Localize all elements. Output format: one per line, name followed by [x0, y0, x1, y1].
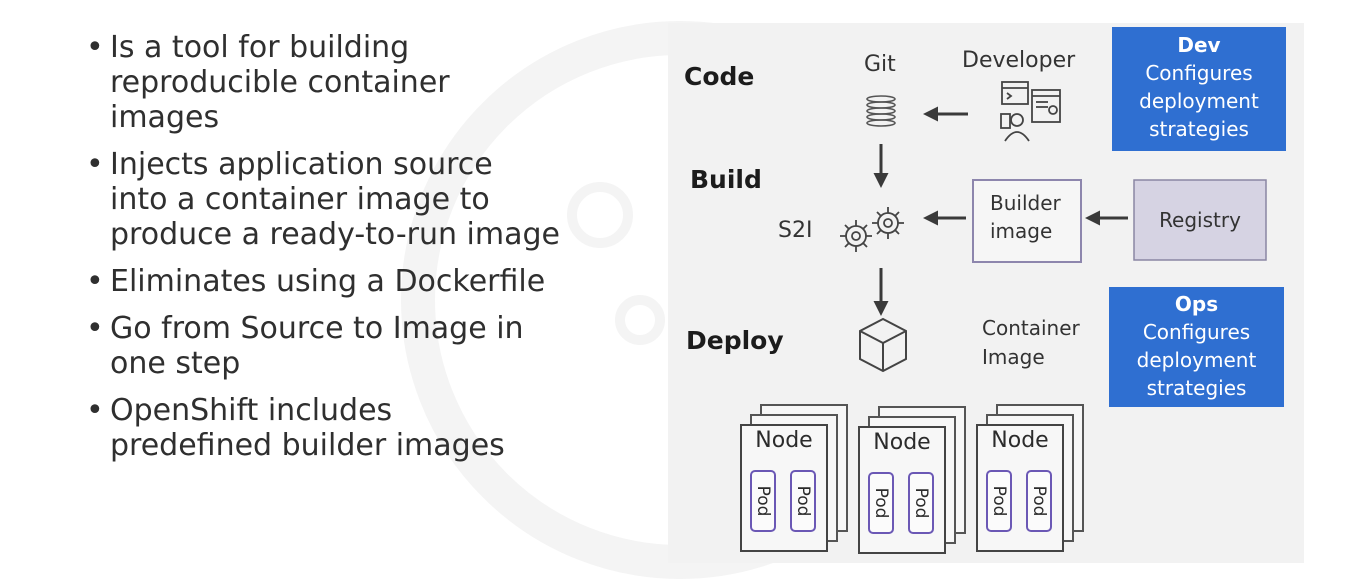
dev-role-line: strategies	[1149, 117, 1249, 141]
developer-label: Developer	[962, 48, 1076, 73]
pod-label: Pod	[753, 485, 773, 517]
s2i-label: S2I	[778, 218, 813, 243]
git-label: Git	[864, 52, 896, 77]
container-cube-icon	[859, 317, 907, 373]
bullet-line: Is a tool for building	[110, 30, 410, 65]
git-icon	[866, 95, 896, 127]
container-image-line: Container	[982, 316, 1080, 340]
developer-icon	[1000, 81, 1061, 142]
pod-label: Pod	[989, 485, 1009, 517]
pod-label: Pod	[793, 485, 813, 517]
ops-role-box: Ops Configures deployment strategies	[1109, 287, 1284, 407]
pod: Pod	[908, 472, 934, 534]
bullet-dot: •	[86, 147, 104, 182]
bullet-dot: •	[86, 311, 104, 346]
gears-icon	[840, 207, 904, 252]
bullet-dot: •	[86, 264, 104, 299]
node-card: Node Pod Pod	[858, 426, 946, 554]
pod-label: Pod	[911, 487, 931, 519]
container-image-label: Container Image	[982, 314, 1080, 372]
diagram-graphics	[840, 81, 1267, 373]
pod: Pod	[750, 470, 776, 532]
bullet-line: reproducible container	[110, 65, 450, 100]
bullet-line: Eliminates using a Dockerfile	[110, 264, 546, 299]
pod: Pod	[868, 472, 894, 534]
registry-shape	[1133, 179, 1267, 261]
bullet-line: one step	[110, 346, 241, 381]
node-card: Node Pod Pod	[976, 424, 1064, 552]
dev-role-box: Dev Configures deployment strategies	[1112, 27, 1286, 151]
stage-build-label: Build	[690, 165, 762, 194]
pod: Pod	[1026, 470, 1052, 532]
ops-role-title: Ops	[1174, 292, 1219, 316]
node-label: Node	[991, 428, 1049, 453]
bullet-line: into a container image to	[110, 182, 490, 217]
ops-role-line: strategies	[1146, 376, 1247, 400]
builder-image-line: image	[990, 219, 1053, 243]
bullet-line: produce a ready-to-run image	[110, 217, 560, 252]
ops-role-line: Configures	[1142, 320, 1251, 344]
stage-deploy-label: Deploy	[686, 326, 784, 355]
bullet-dot: •	[86, 30, 104, 65]
registry-label: Registry	[1159, 208, 1241, 232]
dev-role-title: Dev	[1177, 33, 1221, 57]
node-stack: Node Pod Pod	[976, 404, 1086, 554]
pod-label: Pod	[871, 487, 891, 519]
pod-label: Pod	[1029, 485, 1049, 517]
bullet-line: predefined builder images	[110, 428, 505, 463]
bullet-line: images	[110, 100, 220, 135]
bullet-dot: •	[86, 393, 104, 428]
container-image-line: Image	[982, 345, 1045, 369]
node-stack: Node Pod Pod	[740, 404, 850, 554]
node-label: Node	[873, 430, 931, 455]
bullet-item: •Eliminates using a Dockerfile	[84, 264, 644, 299]
bullet-line: Go from Source to Image in	[110, 311, 524, 346]
dev-role-line: deployment	[1139, 89, 1259, 113]
node-card: Node Pod Pod	[740, 424, 828, 552]
stage-code-label: Code	[684, 62, 755, 91]
dev-role-line: Configures	[1145, 61, 1253, 85]
builder-image-line: Builder	[990, 191, 1061, 215]
registry-box: Registry	[1134, 180, 1266, 260]
bullet-line: OpenShift includes	[110, 393, 393, 428]
pod: Pod	[790, 470, 816, 532]
ops-role-line: deployment	[1136, 348, 1257, 372]
pod: Pod	[986, 470, 1012, 532]
node-label: Node	[755, 428, 813, 453]
node-stack: Node Pod Pod	[858, 406, 968, 556]
builder-image-box: Builder image	[972, 179, 1082, 263]
bullet-line: Injects application source	[110, 147, 493, 182]
